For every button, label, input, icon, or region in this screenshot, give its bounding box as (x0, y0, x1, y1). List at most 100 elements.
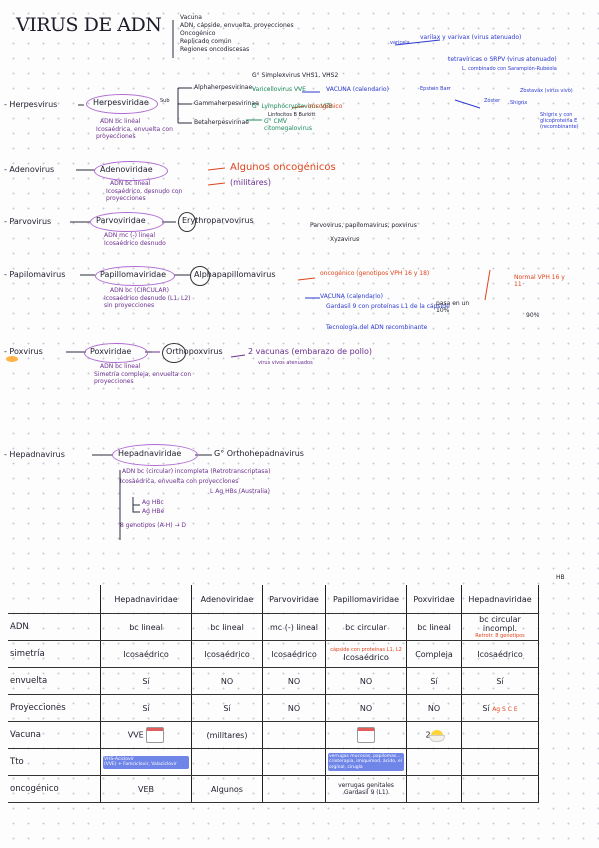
table-header-cell (8, 585, 101, 614)
family-name-hepadna: Hepadnaviridae (118, 449, 182, 458)
papilo-pct: 90% (526, 312, 540, 319)
table-cell: NO (262, 667, 326, 695)
family-oval (95, 266, 175, 286)
table-row: Vacuna VVE (militares) 2 (8, 721, 539, 749)
parvo-note: Parvovirus, papilomavirus, poxvirus (310, 222, 417, 229)
table-cell: verrugas genitales Gardasil 9 (L1) (325, 775, 407, 803)
header-note: Replicado común (180, 38, 232, 45)
table-header-cell: Papillomaviridae (325, 585, 407, 614)
row-label: simetría (8, 640, 101, 668)
sym-hepadna: Icosaédrica, envuelta con proyecciones (120, 478, 239, 485)
cell-note: cápside con proteínas L1, L2 (330, 646, 402, 653)
table-cell: Sí (191, 694, 263, 722)
genus-parvo: Erythroparvovirus (182, 216, 254, 225)
family-label-papilo: - Papilomavirus (4, 270, 66, 279)
row-label: Vacuna (8, 721, 101, 749)
hb-mark: HB (556, 574, 565, 581)
gamma-genus: G° Lymphocryptovirus VEB (252, 103, 333, 110)
papilo-normal: Normal VPH 16 y 11 (514, 274, 565, 288)
agh-hepadna: L Ag HBs (Australia) (210, 488, 270, 495)
treatment-note: verrugas mucosas, papilomas... crioterap… (328, 752, 404, 772)
row-label: envuelta (8, 667, 101, 695)
table-header-row: Hepadnaviridae Adenoviridae Parvoviridae… (8, 585, 539, 614)
table-cell: mc (-) lineal (262, 613, 326, 641)
side-note: varilax y varivax (virus atenuado) (420, 34, 522, 41)
papilo-tecn: Tecnología del ADN recombinante (326, 324, 428, 331)
table-cell: NO (325, 667, 407, 695)
table-cell: Algunos (191, 775, 263, 803)
side-note-right: Zostavax (virus vivo) (520, 88, 573, 94)
genus-hepadna: G° Orthohepadnavirus (214, 449, 304, 458)
age-hepadna: Ag HBe (142, 508, 165, 515)
row-label: Tto (8, 748, 101, 776)
table-row: Tto VHS-Aciclovir(VVE) + Famciclovir, Va… (8, 748, 539, 776)
side-note: tetravíricas o SRPV (virus atenuado) (448, 56, 557, 63)
side-note: Shigrix (510, 100, 528, 106)
genus-oval (178, 212, 196, 232)
pox-vac2: virus vivos atenuados (258, 360, 313, 366)
family-oval (94, 161, 168, 181)
family-label-parvo: - Parvovirus (4, 217, 52, 226)
table-cell: Icosaédrico (461, 640, 539, 668)
family-label-pox: - Poxvirus (4, 347, 43, 356)
subfamily-alpha: Alphaherpesvirinae (194, 84, 253, 91)
family-name-adeno: Adenoviridae (100, 165, 153, 174)
family-label-hepadna: - Hepadnavirus (4, 450, 65, 459)
table-cell (461, 775, 539, 803)
dna-parvo: ADN mc (-) lineal (104, 232, 156, 239)
subfamily-gamma: Gammaherpesvirinae (194, 100, 259, 107)
genus-oval (190, 266, 210, 286)
family-label-adeno: - Adenovirus (4, 165, 55, 174)
table-cell (461, 721, 539, 749)
family-oval (84, 343, 148, 363)
table-cell (262, 748, 326, 776)
table-cell: Icosaédrico (100, 640, 192, 668)
cell-note: Ag S C E (492, 705, 518, 713)
sym-herpes: Icosaédrica, envuelta con proyecciones (96, 126, 173, 140)
table-cell: NO (325, 694, 407, 722)
page-title: VIRUS DE ADN (16, 14, 162, 36)
table-cell: NO (262, 694, 326, 722)
side-note: varicela (390, 40, 410, 46)
header-note: ADN, cápside, envuelta, proyecciones (180, 22, 294, 29)
table-cell (262, 775, 326, 803)
family-name-parvo: Parvoviridae (96, 216, 146, 225)
pox-vac: 2 vacunas (embarazo de pollo) (248, 347, 373, 356)
cell-note: Retrotr. 8 genotipos (475, 633, 525, 639)
dna-hepadna: ADN bc (circular) incompleta (Retrotrans… (122, 468, 271, 475)
table-cell: Sí (461, 667, 539, 695)
sub-tag: Sub (160, 98, 170, 104)
table-row: Proyecciones Sí Sí NO NO NO Sí Ag S C E (8, 694, 539, 722)
table-header-cell: Poxviridae (406, 585, 462, 614)
table-cell: 2 (406, 721, 462, 749)
calendar-icon (357, 727, 375, 743)
sym-parvo: Icosaédrico desnudo (104, 240, 166, 247)
table-cell (406, 775, 462, 803)
dna-papilo: ADN bc (CIRCULAR) (110, 287, 169, 294)
table-cell: bc lineal (100, 613, 192, 641)
table-cell (461, 748, 539, 776)
dna-adeno: ADN bc lineal (110, 180, 151, 187)
table-header-cell: Hepadnaviridae (100, 585, 192, 614)
table-cell: bc lineal (406, 613, 462, 641)
row-label: Proyecciones (8, 694, 101, 722)
agc-hepadna: Ag HBc (142, 499, 164, 506)
side-note: L. combinado con Sarampión-Rubéola (462, 66, 557, 72)
table-cell (262, 721, 326, 749)
summary-table: Hepadnaviridae Adenoviridae Parvoviridae… (8, 585, 539, 803)
table-cell: bc lineal (191, 613, 263, 641)
genus-pox: Orthopoxvirus (166, 347, 223, 356)
table-row: envuelta Sí NO NO NO Sí Sí (8, 667, 539, 695)
family-name-papilo: Papillomaviridae (100, 270, 167, 279)
papilo-onco: oncogénico (genotipos VPH 16 y 18) (320, 270, 430, 277)
table-cell: bc circular incompl.Retrotr. 8 genotipos (461, 613, 539, 641)
papilo-gardasil: Gardasil 9 con proteínas L1 de la cápsid… (326, 303, 450, 310)
header-note: Regiones oncodiscesas (180, 46, 250, 53)
alpha-genus: G° Simplexvirus VHS1, VHS2 (252, 72, 339, 79)
family-oval (86, 94, 158, 114)
genus-oval (162, 343, 186, 363)
adeno-arrow-note: Algunos oncogénicos (230, 162, 336, 173)
sym-papilo: Icosaédrico desnudo (L1, L2) sin proyecc… (104, 295, 191, 309)
table-cell: Sí Ag S C E (461, 694, 539, 722)
beta-genus: G° CMV citomegalovirus (264, 118, 312, 132)
